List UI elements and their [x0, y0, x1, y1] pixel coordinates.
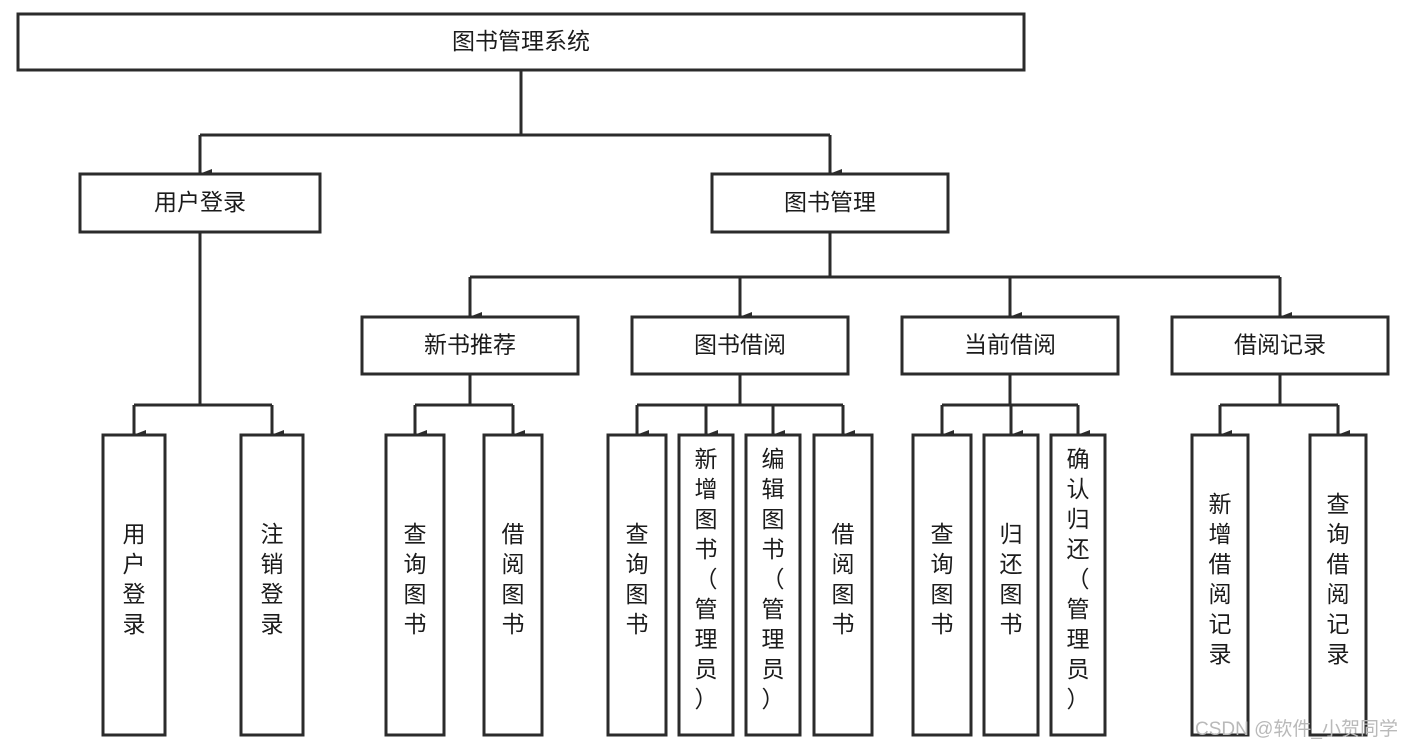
node-图书管理[interactable]: 图书管理: [710, 172, 950, 234]
node-box: [239, 433, 305, 737]
node-box: [677, 433, 735, 737]
node-借阅图书[interactable]: 借阅图书: [482, 433, 544, 737]
node-box: [744, 433, 802, 737]
csdn-watermark: CSDN @软件_小贺同学: [1195, 718, 1398, 740]
node-label: 查询借阅记录: [1327, 491, 1350, 667]
node-label: 用户登录: [123, 521, 146, 637]
node-编辑图书管理员[interactable]: 编辑图书（管理员）: [744, 433, 802, 737]
node-label: 借阅图书: [502, 521, 525, 637]
node-box: [1190, 433, 1250, 737]
node-box: [101, 433, 167, 737]
node-用户登录[interactable]: 用户登录: [78, 172, 322, 234]
node-确认归还管理员[interactable]: 确认归还（管理员）: [1049, 433, 1107, 737]
node-box: [360, 315, 580, 376]
node-label: 查询图书: [404, 521, 427, 637]
node-box: [710, 172, 950, 234]
node-新书推荐[interactable]: 新书推荐: [360, 315, 580, 376]
node-box: [982, 433, 1040, 737]
node-box: [482, 433, 544, 737]
node-box: [1049, 433, 1107, 737]
node-label: 用户登录: [154, 189, 246, 215]
node-当前借阅[interactable]: 当前借阅: [900, 315, 1120, 376]
node-label: 当前借阅: [964, 332, 1056, 358]
node-label: 图书借阅: [694, 332, 786, 358]
nodes-layer: 图书管理系统用户登录图书管理用户登录注销登录新书推荐查询图书借阅图书图书借阅查询…: [16, 12, 1390, 737]
node-查询图书[interactable]: 查询图书: [606, 433, 668, 737]
node-box: [1170, 315, 1390, 376]
node-借阅记录[interactable]: 借阅记录: [1170, 315, 1390, 376]
node-label: 归还图书: [1000, 521, 1023, 637]
node-借阅图书[interactable]: 借阅图书: [812, 433, 874, 737]
node-box: [812, 433, 874, 737]
node-查询图书[interactable]: 查询图书: [911, 433, 973, 737]
node-label: 注销登录: [261, 521, 284, 637]
node-归还图书[interactable]: 归还图书: [982, 433, 1040, 737]
node-label: 查询图书: [931, 521, 954, 637]
node-box: [16, 12, 1026, 72]
node-注销登录[interactable]: 注销登录: [239, 433, 305, 737]
edges-layer: [132, 70, 1350, 440]
node-新增借阅记录[interactable]: 新增借阅记录: [1190, 433, 1250, 737]
node-box: [384, 433, 446, 737]
node-新增图书管理员[interactable]: 新增图书（管理员）: [677, 433, 735, 737]
node-label: 借阅图书: [832, 521, 855, 637]
node-label: 新书推荐: [424, 332, 516, 358]
node-box: [900, 315, 1120, 376]
node-label: 新增图书（管理员）: [695, 446, 718, 712]
node-label: 查询图书: [626, 521, 649, 637]
node-box: [606, 433, 668, 737]
node-label: 编辑图书（管理员）: [762, 446, 785, 712]
node-label: 确认归还（管理员）: [1067, 446, 1090, 712]
node-查询借阅记录[interactable]: 查询借阅记录: [1308, 433, 1368, 737]
node-box: [1308, 433, 1368, 737]
node-label: 借阅记录: [1234, 332, 1326, 358]
node-图书管理系统[interactable]: 图书管理系统: [16, 12, 1026, 72]
node-用户登录[interactable]: 用户登录: [101, 433, 167, 737]
node-label: 图书管理: [784, 189, 876, 215]
node-box: [78, 172, 322, 234]
node-label: 新增借阅记录: [1209, 491, 1232, 667]
node-box: [630, 315, 850, 376]
node-box: [911, 433, 973, 737]
node-图书借阅[interactable]: 图书借阅: [630, 315, 850, 376]
node-查询图书[interactable]: 查询图书: [384, 433, 446, 737]
node-label: 图书管理系统: [452, 28, 590, 54]
